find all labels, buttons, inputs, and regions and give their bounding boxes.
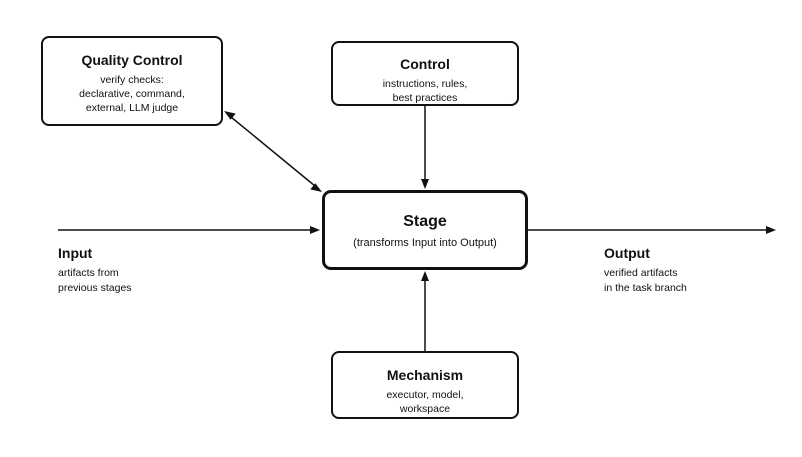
output-description: verified artifacts in the task branch bbox=[604, 267, 687, 294]
mechanism-title: Mechanism bbox=[386, 367, 464, 383]
control-arrow bbox=[421, 106, 429, 189]
control-box: Control instructions, rules, best practi… bbox=[331, 41, 519, 106]
quality-control-box: Quality Control verify checks: declarati… bbox=[41, 36, 223, 126]
control-description: instructions, rules, best practices bbox=[382, 78, 468, 104]
mechanism-arrow bbox=[421, 271, 429, 351]
quality-control-title: Quality Control bbox=[81, 52, 183, 68]
output-arrow bbox=[528, 226, 776, 234]
input-title: Input bbox=[58, 245, 93, 261]
quality-control-description: verify checks: declarative, command, ext… bbox=[79, 74, 185, 114]
control-title: Control bbox=[400, 56, 450, 72]
mechanism-box: Mechanism executor, model, workspace bbox=[331, 351, 519, 419]
input-description: artifacts from previous stages bbox=[58, 267, 132, 294]
quality-control-arrow bbox=[224, 111, 322, 192]
mechanism-description: executor, model, workspace bbox=[386, 389, 464, 415]
stage-title: Stage bbox=[403, 213, 447, 230]
input-arrow bbox=[58, 226, 320, 234]
stage-box: Stage (transforms Input into Output) bbox=[322, 190, 528, 270]
output-label: Output verified artifacts in the task br… bbox=[604, 244, 687, 296]
output-title: Output bbox=[604, 245, 650, 261]
stage-description: (transforms Input into Output) bbox=[353, 237, 497, 249]
input-label: Input artifacts from previous stages bbox=[58, 244, 132, 296]
